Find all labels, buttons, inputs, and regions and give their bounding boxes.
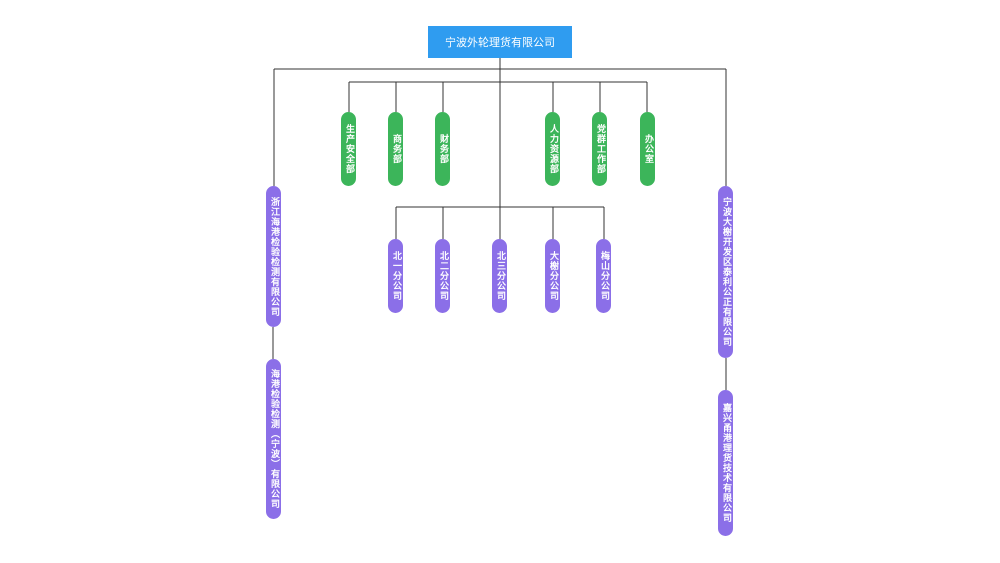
branch-bei-yi: 北一分公司	[388, 239, 403, 313]
branch-bei-er: 北二分公司	[435, 239, 450, 313]
dept-party-affairs: 党群工作部	[592, 112, 607, 186]
left-subsidiary-child: 海港检验检测（宁波）有限公司	[266, 359, 281, 519]
dept-production-safety: 生产安全部	[341, 112, 356, 186]
branch-meishan: 梅山分公司	[596, 239, 611, 313]
right-subsidiary: 宁波大榭开发区泰利公正有限公司	[718, 186, 733, 358]
dept-human-resources: 人力资源部	[545, 112, 560, 186]
branch-daxie: 大榭分公司	[545, 239, 560, 313]
left-subsidiary: 浙江海港检验检测有限公司	[266, 186, 281, 327]
right-subsidiary-child: 嘉兴甬港理货技术有限公司	[718, 390, 733, 536]
root-company: 宁波外轮理货有限公司	[428, 26, 572, 58]
branch-bei-san: 北三分公司	[492, 239, 507, 313]
dept-finance: 财务部	[435, 112, 450, 186]
dept-office: 办公室	[640, 112, 655, 186]
dept-commerce: 商务部	[388, 112, 403, 186]
